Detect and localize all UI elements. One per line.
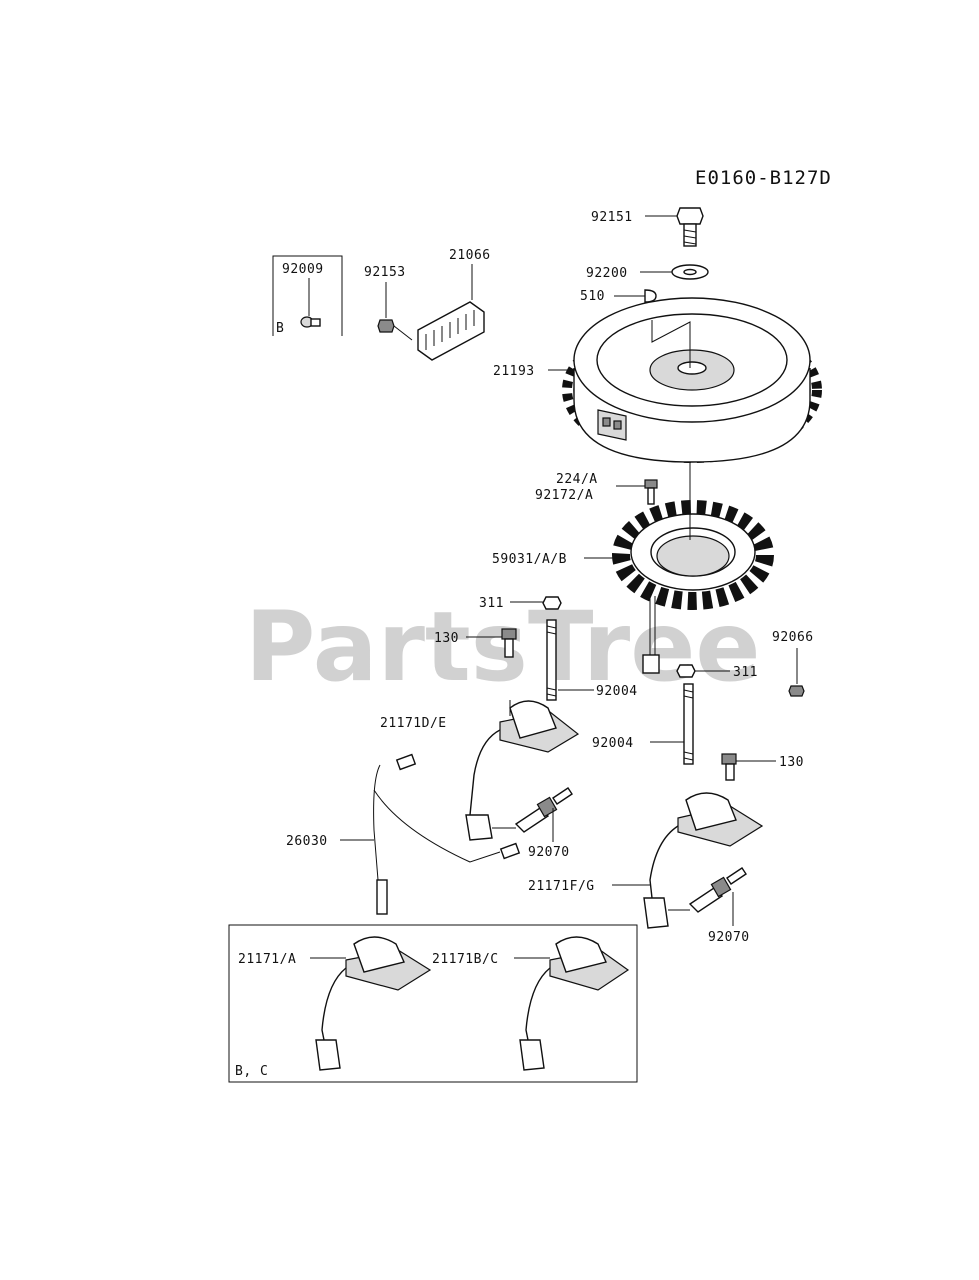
label-92066: 92066 <box>772 630 814 645</box>
stud-92004-left[interactable] <box>546 619 557 701</box>
label-21171bc: 21171B/C <box>432 952 499 967</box>
washer-92200[interactable] <box>671 264 709 280</box>
stator-59031[interactable] <box>612 500 774 674</box>
label-92009: 92009 <box>282 262 324 277</box>
nut-311-left[interactable] <box>542 596 562 610</box>
stud-92004-right[interactable] <box>683 683 694 765</box>
bolt-130-right[interactable] <box>721 753 737 781</box>
bracket-box-b <box>272 255 343 336</box>
label-92153: 92153 <box>364 265 406 280</box>
label-92151: 92151 <box>591 210 633 225</box>
label-21066: 21066 <box>449 248 491 263</box>
label-130-right: 130 <box>779 755 804 770</box>
label-311-right: 311 <box>733 665 758 680</box>
spark-plug-92070-left[interactable] <box>492 787 573 833</box>
coil-21171de[interactable] <box>465 700 580 841</box>
bolt-130-left[interactable] <box>501 628 517 658</box>
label-21171a: 21171/A <box>238 952 296 967</box>
coil-21171bc[interactable] <box>519 936 630 1071</box>
label-21171de: 21171D/E <box>380 716 447 731</box>
spark-plug-92070-right[interactable] <box>668 867 747 913</box>
harness-26030[interactable] <box>373 753 521 915</box>
nut-92066[interactable] <box>788 685 805 697</box>
nut-311-right[interactable] <box>676 664 696 678</box>
label-92004-right: 92004 <box>592 736 634 751</box>
label-92070-right: 92070 <box>708 930 750 945</box>
bolt-92151[interactable] <box>676 207 704 247</box>
label-92200: 92200 <box>586 266 628 281</box>
box-note-bc: B, C <box>235 1064 268 1079</box>
label-26030: 26030 <box>286 834 328 849</box>
label-510: 510 <box>580 289 605 304</box>
screw-92009[interactable] <box>300 316 321 328</box>
label-311-left: 311 <box>479 596 504 611</box>
label-224a: 224/A <box>556 472 598 487</box>
label-21193: 21193 <box>493 364 535 379</box>
screw-92153[interactable] <box>377 319 413 341</box>
key-510[interactable] <box>644 289 657 303</box>
label-59031: 59031/A/B <box>492 552 567 567</box>
watermark: PartsTree <box>245 591 760 703</box>
label-130-left: 130 <box>434 631 459 646</box>
diagram-code: E0160-B127D <box>695 167 832 189</box>
regulator-21066[interactable] <box>417 301 485 361</box>
alternate-coils-box <box>228 924 638 1083</box>
flywheel-21193[interactable] <box>562 297 822 463</box>
label-21171fg: 21171F/G <box>528 879 595 894</box>
label-92172a: 92172/A <box>535 488 593 503</box>
label-92070-left: 92070 <box>528 845 570 860</box>
coil-21171fg[interactable] <box>643 792 764 929</box>
label-92004-left: 92004 <box>596 684 638 699</box>
box-note-b: B <box>276 321 284 336</box>
coil-21171a[interactable] <box>315 936 432 1071</box>
screw-92172[interactable] <box>644 479 658 505</box>
